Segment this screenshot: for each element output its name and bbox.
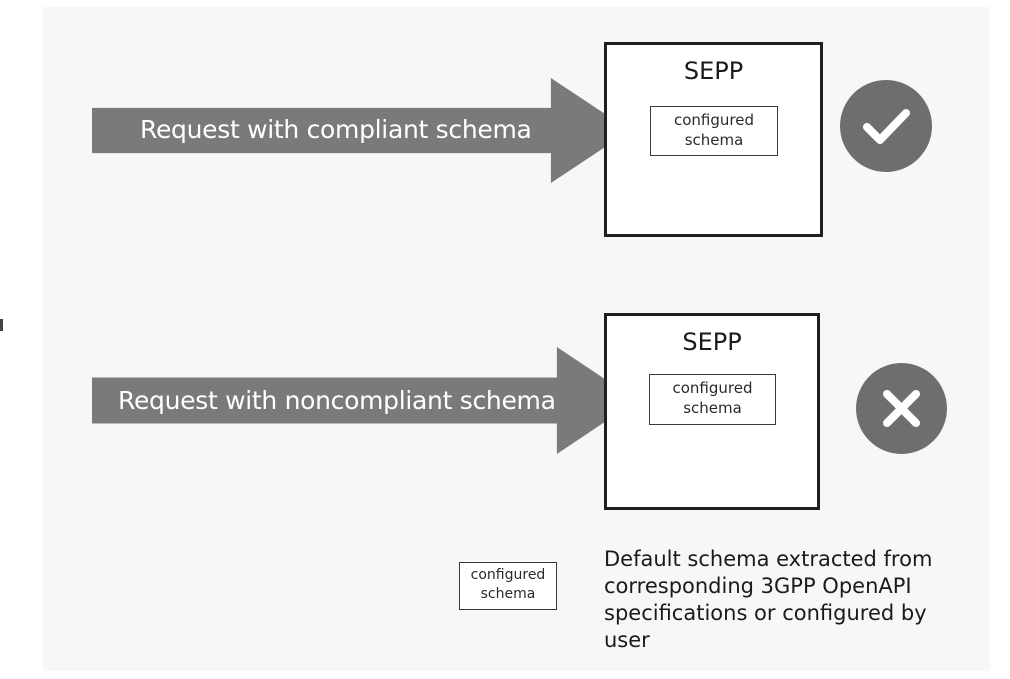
- request-label-noncompliant: Request with noncompliant schema: [118, 386, 556, 415]
- schema-line-2: schema: [684, 131, 744, 149]
- configured-schema-box: configured schema: [650, 106, 778, 156]
- edge-marker: [0, 319, 3, 331]
- legend-schema-box: configured schema: [459, 562, 557, 610]
- schema-line-2: schema: [683, 399, 742, 417]
- x-icon: [856, 363, 947, 454]
- sepp-title: SEPP: [683, 57, 744, 85]
- sepp-box-compliant: SEPP: [604, 42, 823, 237]
- legend-description: Default schema extracted from correspond…: [604, 547, 933, 652]
- sepp-title: SEPP: [682, 328, 742, 356]
- configured-schema-box: configured schema: [649, 374, 776, 425]
- schema-line-1: configured: [672, 379, 753, 397]
- check-icon: [840, 80, 932, 172]
- schema-line-1: configured: [674, 111, 754, 129]
- legend-schema-line-1: configured: [470, 567, 546, 583]
- legend-schema-line-2: schema: [480, 586, 536, 602]
- request-label-compliant: Request with compliant schema: [140, 115, 532, 144]
